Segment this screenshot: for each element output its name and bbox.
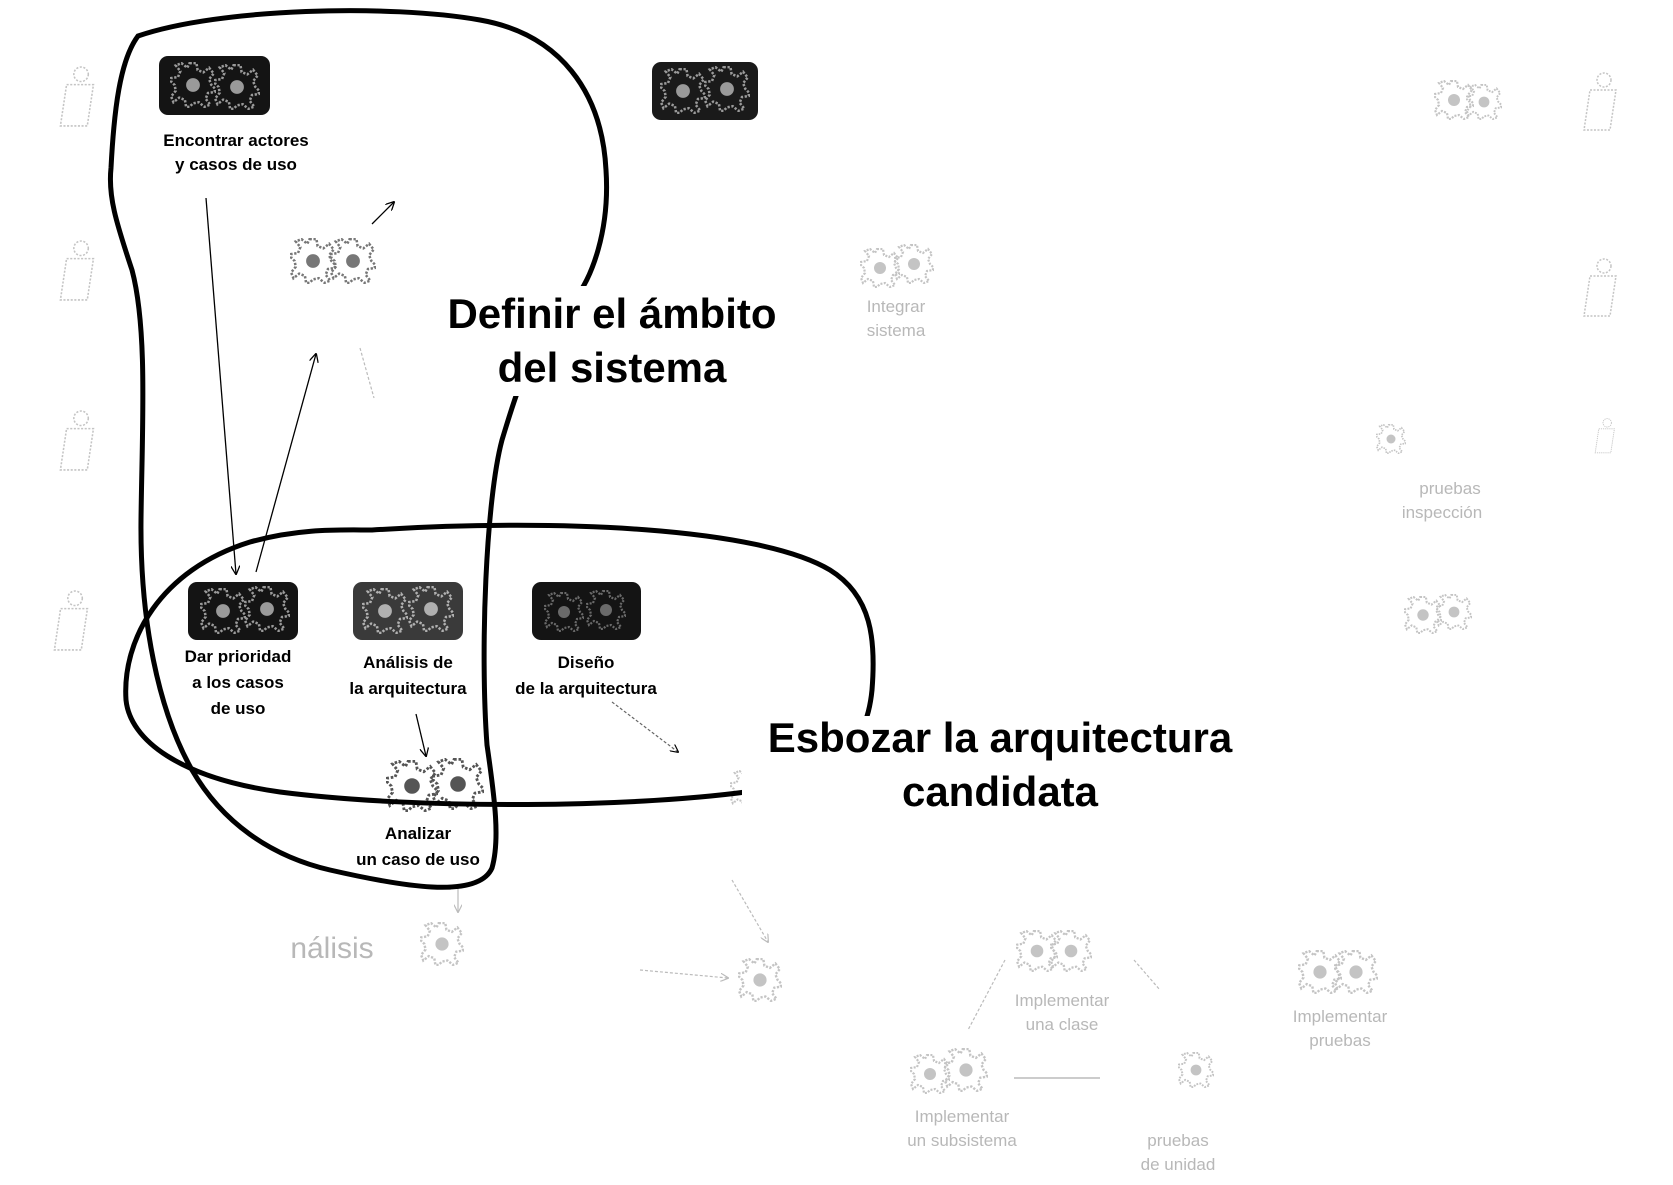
title-halo [742, 716, 1258, 814]
arrow-design-down [611, 701, 678, 752]
title-halo [422, 286, 800, 396]
gears-icon [420, 922, 464, 966]
region-title-scope-line-1: Definir el ámbito [447, 290, 776, 337]
activity-label-impl-class-1: Implementar [1015, 991, 1110, 1010]
activity-label-integrate-1: Integrar [867, 297, 926, 316]
activity-box [188, 582, 298, 640]
activity-label-line-1: Dar prioridad [185, 647, 292, 666]
gears-icon [1434, 80, 1502, 120]
activity-label-impl-tests-2: pruebas [1309, 1031, 1370, 1050]
activity-label-impl-tests-1: Implementar [1293, 1007, 1388, 1026]
gears-icon [1178, 1052, 1214, 1088]
activity-label-line-2: la arquitectura [349, 679, 467, 698]
activity-label-impl-subsystem-1: Implementar [915, 1107, 1010, 1126]
activity-find-actors: Encontrar actores y casos de uso [159, 56, 309, 174]
activity-analyze-use-case: Analizar un caso de uso [356, 758, 484, 869]
region-title-architecture-line-2: candidata [902, 768, 1099, 815]
gears-icon [860, 244, 934, 288]
faded-labels: Integrar sistema Implementar una clase I… [290, 297, 1482, 1174]
activity-arch-analysis: Análisis de la arquitectura [349, 582, 467, 698]
activity-label-inspection-1: pruebas [1419, 479, 1480, 498]
activity-label-inspection-2: inspección [1402, 503, 1482, 522]
gears-icon [1016, 930, 1092, 972]
arrow-analysis-to-analyze [415, 713, 426, 756]
gears-icon [910, 1048, 988, 1094]
person-icon [53, 590, 89, 651]
analysis-word: nálisis [290, 932, 373, 965]
gears-icon [1298, 950, 1378, 994]
activity-faded-top [652, 62, 758, 120]
activity-label-line-1: Encontrar actores [163, 131, 309, 150]
gears-icon [290, 238, 376, 284]
activity-label-line-1: Análisis de [363, 653, 453, 672]
region-title-architecture-line-1: Esbozar la arquitectura [768, 714, 1233, 761]
region-title-scope-line-2: del sistema [498, 344, 727, 391]
activity-label-line-2: y casos de uso [175, 155, 297, 174]
activity-label-line-1: Analizar [385, 824, 452, 843]
activity-label-line-2: de la arquitectura [515, 679, 657, 698]
gears-icon [1404, 594, 1472, 634]
activity-label-line-1: Diseño [558, 653, 615, 672]
gears-icon [738, 958, 782, 1002]
person-icon [1583, 258, 1617, 317]
gears-icon [1376, 424, 1406, 454]
person-icon [1594, 418, 1615, 454]
scope-region-outline [107, 8, 610, 890]
activity-label-line-2: un caso de uso [356, 850, 480, 869]
activity-label-impl-class-2: una clase [1026, 1015, 1099, 1034]
activity-label-line-2: a los casos [192, 673, 284, 692]
arrow-gears-up [371, 202, 394, 225]
arrow-find-to-prioritize [205, 197, 236, 574]
person-icon [1583, 72, 1617, 131]
person-icon [59, 66, 95, 127]
faded-background [53, 66, 1617, 1094]
activity-label-integrate-2: sistema [867, 321, 926, 340]
activity-prioritize: Dar prioridad a los casos de uso [185, 582, 298, 718]
activity-label-line-3: de uso [211, 699, 266, 718]
activity-label-impl-subsystem-2: un subsistema [907, 1131, 1017, 1150]
person-icon [59, 410, 95, 471]
person-icon [59, 240, 95, 301]
activity-label-unit-tests-2: pruebas [1147, 1131, 1208, 1150]
activity-arch-design: Diseño de la arquitectura [515, 582, 657, 698]
activity-label-unit-tests-3: de unidad [1141, 1155, 1216, 1174]
architecture-region-outline [123, 522, 876, 808]
